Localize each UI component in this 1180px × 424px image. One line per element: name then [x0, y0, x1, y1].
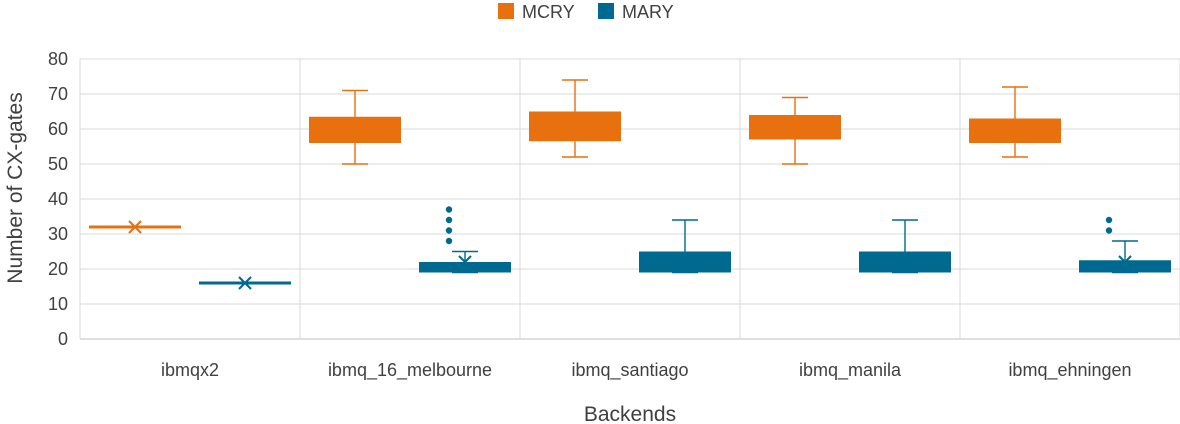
mean-marker-stroke [128, 220, 142, 234]
mean-marker [678, 258, 692, 273]
outlier-point [445, 227, 453, 234]
y-tick-label: 50 [48, 154, 68, 174]
outlier-point [1105, 216, 1113, 224]
grid-layer [79, 58, 1180, 340]
y-tick-label: 80 [48, 49, 68, 69]
box-body [419, 262, 511, 273]
outlier-point [445, 237, 453, 245]
box-body [859, 251, 951, 273]
box-body [749, 115, 841, 140]
x-category-label: ibmq_santiago [571, 360, 688, 381]
mean-marker-stroke [458, 255, 472, 269]
mean-marker [1008, 122, 1022, 136]
mean-marker [898, 258, 912, 273]
y-tick-label: 0 [58, 329, 68, 349]
x-category-label: ibmqx2 [161, 360, 219, 380]
y-tick-label: 30 [48, 224, 68, 244]
y-tick-label: 20 [48, 259, 68, 279]
mean-marker [128, 220, 142, 234]
mean-marker-stroke [568, 118, 582, 133]
x-category-label: ibmq_ehningen [1008, 360, 1131, 381]
y-tick-label: 10 [48, 294, 68, 314]
y-tick-label: 60 [48, 119, 68, 139]
legend-swatch [498, 3, 514, 19]
mean-marker-stroke [238, 276, 252, 290]
y-tick-label: 70 [48, 84, 68, 104]
x-category-label: ibmq_16_melbourne [328, 360, 492, 381]
outlier-point [445, 216, 453, 224]
y-axis-title: Number of CX-gates [4, 92, 27, 283]
x-axis-title: Backends [584, 403, 676, 424]
axis-layer: 0 10 20 30 40 50 60 70 80 ibmqx2 ibmq_16_melbourne… [48, 49, 1132, 381]
outlier-point [445, 206, 453, 213]
mean-marker-stroke [678, 258, 692, 273]
outlier-point [1105, 227, 1113, 234]
mean-marker-stroke [1008, 122, 1022, 136]
box-marks [89, 79, 1171, 290]
mean-marker [568, 118, 582, 133]
mean-marker [238, 276, 252, 290]
mean-marker-stroke [348, 122, 362, 136]
mean-marker [348, 122, 362, 136]
x-category-label: ibmq_manila [799, 360, 902, 381]
box-body [639, 251, 731, 273]
mean-marker-stroke [788, 118, 802, 133]
legend-swatch [598, 3, 614, 19]
y-tick-label: 40 [48, 189, 68, 209]
legend-label: MCRY [522, 2, 575, 22]
mean-marker [458, 255, 472, 269]
box-body [969, 118, 1061, 143]
mean-marker [788, 118, 802, 133]
legend-label: MARY [622, 2, 674, 22]
mean-marker-stroke [898, 258, 912, 273]
legend: MCRY MARY [498, 2, 674, 22]
mean-marker [1118, 255, 1132, 269]
mean-marker-stroke [1118, 255, 1132, 269]
